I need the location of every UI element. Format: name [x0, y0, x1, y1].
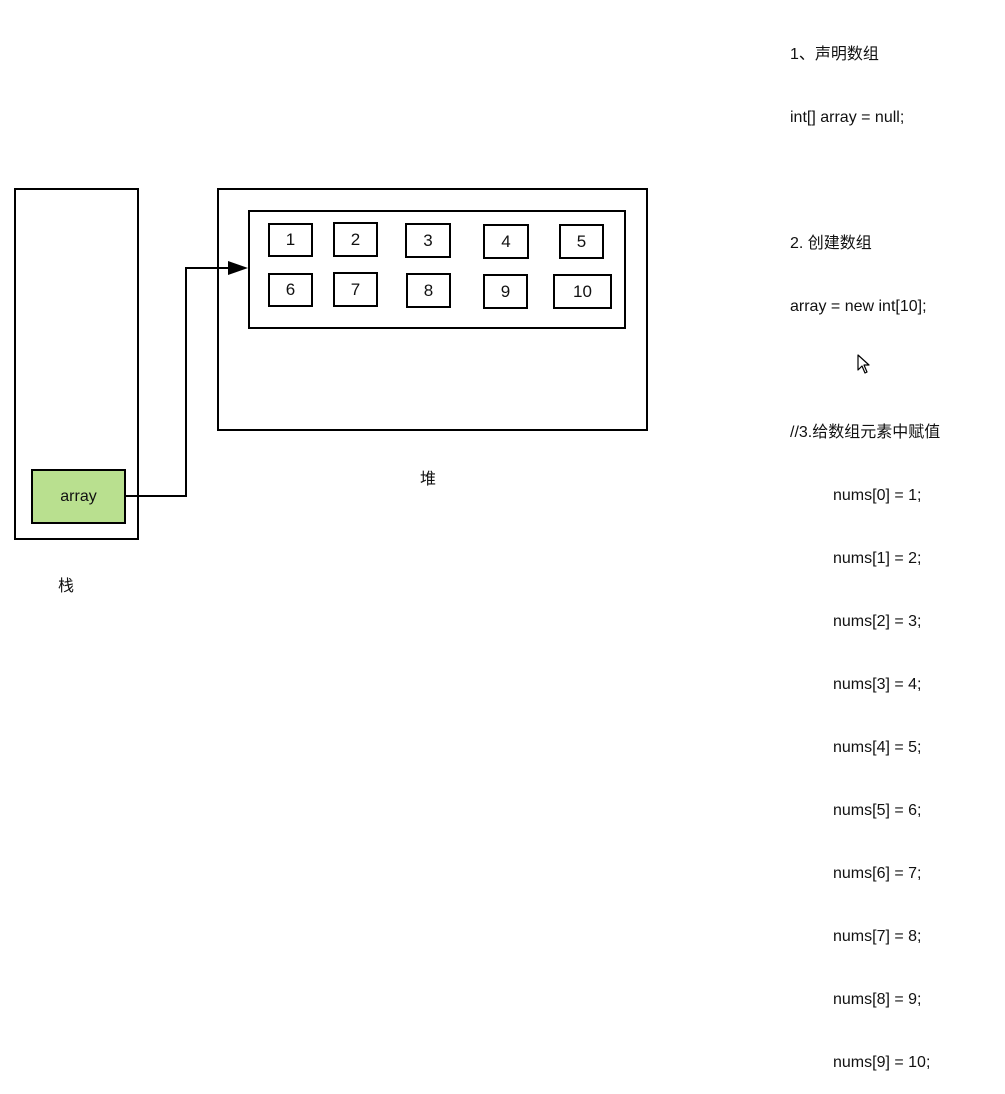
array-cell: 8	[406, 273, 451, 308]
array-variable: array	[31, 469, 126, 524]
array-cell: 10	[553, 274, 612, 309]
array-cell: 9	[483, 274, 528, 309]
assignment-line: nums[0] = 1;	[833, 487, 922, 504]
reference-arrow	[126, 261, 248, 497]
assignment-line: nums[5] = 6;	[833, 802, 922, 819]
assignment-line: nums[7] = 8;	[833, 928, 922, 945]
array-cell: 2	[333, 222, 378, 257]
step3-title: //3.给数组元素中赋值	[790, 424, 941, 441]
assignment-line: nums[6] = 7;	[833, 865, 922, 882]
code-notes: 1、声明数组 int[] array = null; 2. 创建数组 array…	[790, 2, 940, 1094]
blank-line	[790, 170, 940, 191]
array-cell: 5	[559, 224, 604, 259]
assignment-line: nums[8] = 9;	[833, 991, 922, 1008]
array-cell: 6	[268, 273, 313, 307]
assignment-line: nums[1] = 2;	[833, 550, 922, 567]
array-cell: 4	[483, 224, 529, 259]
array-variable-label: array	[60, 487, 97, 505]
array-cell: 7	[333, 272, 378, 307]
assignment-line: nums[3] = 4;	[833, 676, 922, 693]
assignment-line: nums[4] = 5;	[833, 739, 922, 756]
step2-title: 2. 创建数组	[790, 235, 872, 252]
step1-title: 1、声明数组	[790, 46, 879, 63]
array-cell: 1	[268, 223, 313, 257]
array-cell: 3	[405, 223, 451, 258]
assignment-line: nums[2] = 3;	[833, 613, 922, 630]
step2-code: array = new int[10];	[790, 298, 927, 315]
step1-code: int[] array = null;	[790, 109, 905, 126]
heap-label: 堆	[420, 471, 437, 488]
assignment-line: nums[9] = 10;	[833, 1054, 931, 1071]
stack-label: 栈	[58, 578, 75, 595]
mouse-cursor-icon	[857, 354, 870, 374]
